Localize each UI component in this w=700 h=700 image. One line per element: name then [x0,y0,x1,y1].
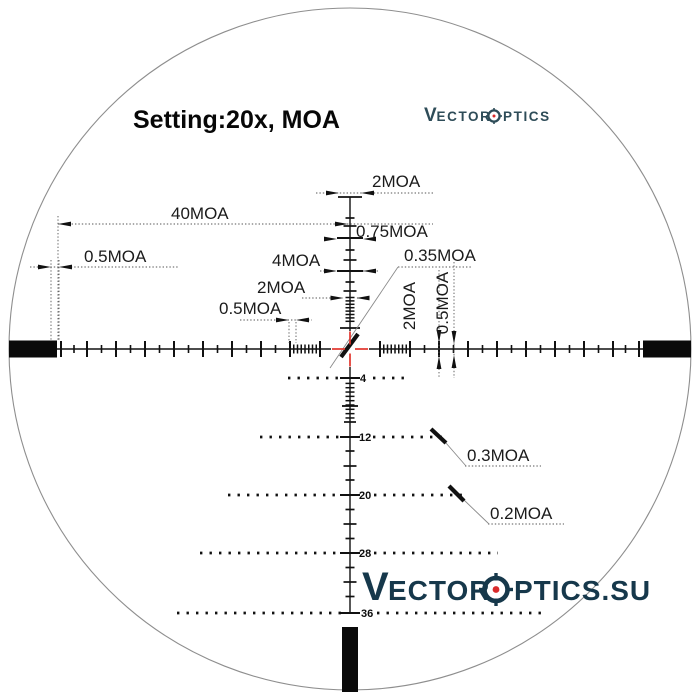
drop-number-12: 12 [359,432,371,444]
watermark-ptics-su: PTICS.SU [514,575,651,606]
dim-label-right-2moa: 2MOA [400,281,419,330]
dim-label-075moa: 0.75MOA [356,222,428,241]
brand-v: V [424,105,437,126]
lower-post-tick-marks [340,377,360,614]
watermark-reticle-icon [479,573,513,606]
setting-label: Setting:20x, MOA [133,106,340,134]
upper-post-tick-marks [337,217,363,329]
brand-watermark: V ECTOR PTICS.SU [362,565,651,609]
brand-logo-top: V ECTOR PTICS [424,105,551,126]
watermark-v: V [362,565,389,609]
main-crosshair-lines [57,196,643,613]
dim-label-02moa: 0.2MOA [490,504,553,523]
right-heavy-post [643,340,691,358]
drop-scale-numbers: 4 12 20 28 36 [359,373,373,620]
dim-label-2moa: 2MOA [257,278,306,297]
drop-number-4: 4 [360,373,367,385]
dimension-arrowheads [38,190,457,369]
brand-ptics: PTICS [503,109,551,124]
dim-label-4moa: 4MOA [272,251,321,270]
leader-pointer-slashes [339,332,466,503]
drop-number-28: 28 [359,548,371,560]
dim-label-05moa: 0.5MOA [219,299,282,318]
watermark-ector: ECTOR [388,575,491,606]
horizontal-tick-marks [60,341,640,357]
brand-ector: ECTOR [437,109,492,124]
drop-number-20: 20 [359,490,371,502]
brand-reticle-icon [486,108,502,124]
holdover-dot-rows [177,376,541,615]
dimension-dotted-lines [30,192,564,525]
dimension-labels: 2MOA 40MOA 0.75MOA 0.5MOA 4MOA 2MOA 0.5M… [84,172,553,523]
dim-label-035moa: 0.35MOA [404,246,476,265]
dim-label-03moa: 0.3MOA [467,446,530,465]
reticle-linework [30,190,643,615]
bottom-heavy-post [342,627,358,692]
dim-label-right-05moa: 0.5MOA [433,271,452,334]
center-cross [332,331,368,367]
drop-number-36: 36 [361,608,373,620]
leader-lines [329,266,490,525]
dim-label-top-2moa: 2MOA [372,172,421,191]
edge-posts [9,340,691,692]
dim-label-40moa: 40MOA [171,204,229,223]
dim-label-left-05moa: 0.5MOA [84,247,147,266]
left-heavy-post [9,340,57,358]
